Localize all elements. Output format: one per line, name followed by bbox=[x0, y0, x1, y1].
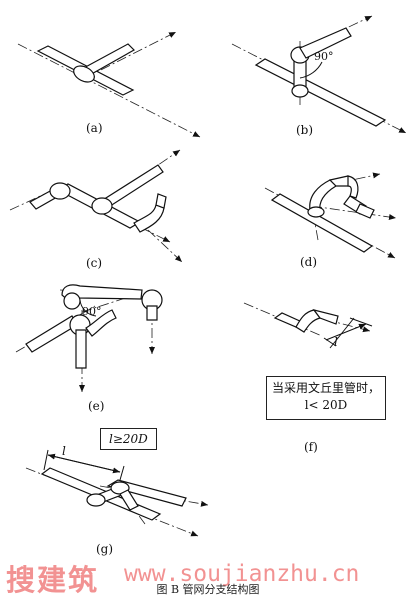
dim-g: l bbox=[62, 444, 66, 458]
note-f-line2: l< 20D bbox=[304, 398, 348, 412]
label-b: (b) bbox=[296, 123, 314, 137]
label-a: (a) bbox=[86, 121, 103, 135]
label-e: (e) bbox=[88, 399, 105, 413]
diagram-e bbox=[15, 284, 163, 392]
diagram-g bbox=[25, 449, 209, 537]
dim-f: l bbox=[334, 335, 338, 349]
label-d: (d) bbox=[300, 255, 318, 269]
watermark-url: www.soujianzhu.cn bbox=[124, 561, 360, 587]
note-g-box: l≥20D bbox=[100, 428, 157, 450]
figure-caption: 图 B 管网分支结构图 bbox=[156, 583, 260, 596]
label-f: (f) bbox=[304, 440, 318, 454]
diagram-d bbox=[264, 172, 397, 259]
diagram-a bbox=[17, 31, 201, 138]
angle-e: 90° bbox=[82, 305, 102, 318]
note-f-box: 当采用文丘里管时， l< 20D bbox=[266, 376, 386, 420]
diagram-b bbox=[231, 15, 407, 134]
note-f-line1: 当采用文丘里管时， bbox=[271, 381, 380, 395]
diagram-f bbox=[243, 302, 373, 349]
watermark-cn: 搜建筑 bbox=[6, 563, 100, 597]
watermark: 搜建筑 www.soujianzhu.cn bbox=[6, 557, 410, 597]
label-g: (g) bbox=[96, 542, 114, 556]
diagram-c bbox=[9, 149, 183, 263]
angle-b: 90° bbox=[314, 50, 334, 63]
label-c: (c) bbox=[86, 256, 103, 270]
